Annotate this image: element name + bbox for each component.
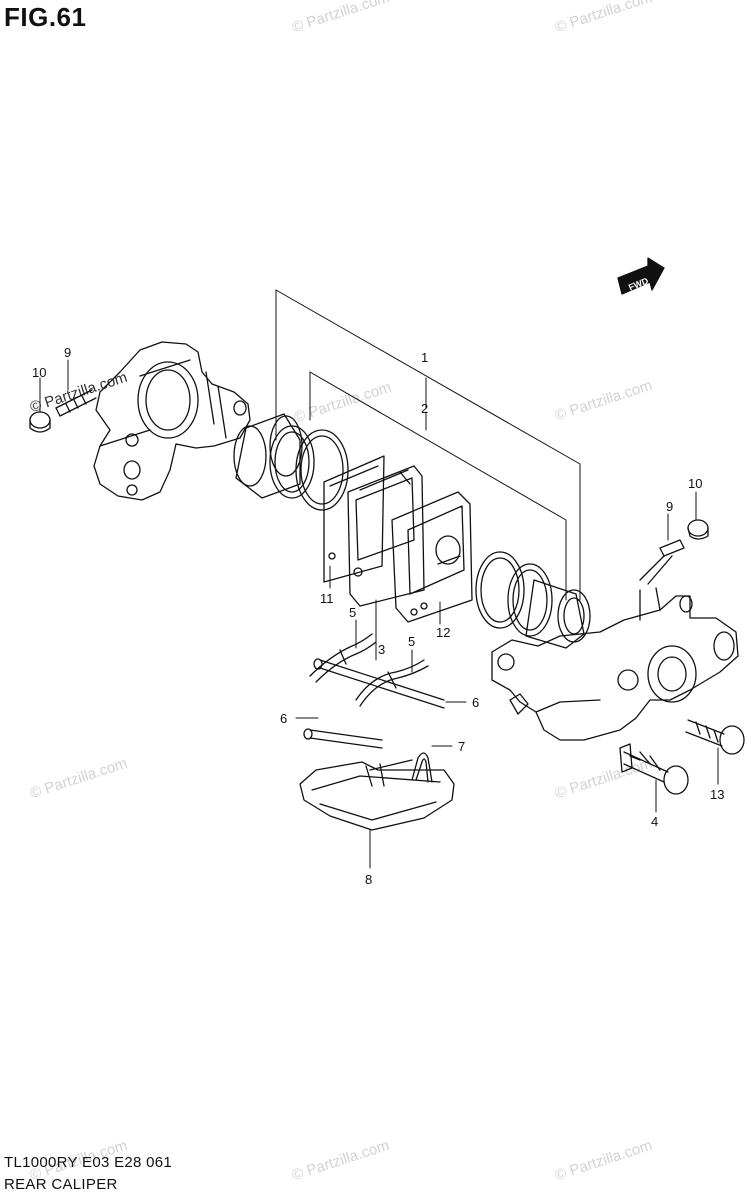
right-piston bbox=[525, 579, 591, 649]
pad-pin-lower bbox=[303, 728, 383, 749]
left-seal-outer bbox=[295, 429, 349, 511]
callout-7: 7 bbox=[458, 739, 465, 754]
fwd-arrow-icon: FWD bbox=[617, 257, 665, 295]
callout-13: 13 bbox=[710, 787, 724, 802]
left-caliper-housing bbox=[93, 341, 251, 501]
model-code-label: TL1000RY E03 E28 061 bbox=[4, 1154, 173, 1171]
left-seal-inner bbox=[269, 425, 315, 499]
left-bleeder-cap bbox=[29, 411, 51, 433]
leader-lines bbox=[39, 359, 719, 869]
callout-11: 11 bbox=[320, 591, 334, 606]
caliper-bolt-4 bbox=[619, 743, 689, 795]
right-seal-outer bbox=[475, 551, 525, 629]
callout-6-left: 6 bbox=[280, 711, 287, 726]
section-name-label: REAR CALIPER bbox=[4, 1176, 118, 1193]
callout-3: 3 bbox=[378, 642, 385, 657]
pad-shim bbox=[323, 455, 385, 583]
callout-5-upper: 5 bbox=[349, 605, 356, 620]
callout-9-right: 9 bbox=[666, 499, 673, 514]
callout-12: 12 bbox=[436, 625, 450, 640]
callout-4: 4 bbox=[651, 814, 658, 829]
pad-spring-lower bbox=[355, 659, 429, 707]
caliper-bolt-13 bbox=[685, 719, 745, 755]
assembly-bracket-lines bbox=[275, 289, 581, 601]
pad-retainer-plate bbox=[299, 761, 455, 831]
callout-6-right: 6 bbox=[472, 695, 479, 710]
right-bleeder-cap bbox=[687, 519, 709, 540]
left-piston bbox=[233, 413, 303, 499]
pin-clip bbox=[369, 752, 433, 783]
callout-10-right: 10 bbox=[688, 476, 702, 491]
brake-pad-right bbox=[391, 491, 473, 623]
right-caliper-housing bbox=[491, 587, 739, 741]
right-bleeder-screw bbox=[639, 539, 685, 585]
callout-8: 8 bbox=[365, 872, 372, 887]
callout-1: 1 bbox=[421, 350, 428, 365]
left-bleeder-screw bbox=[55, 389, 97, 417]
right-seal-inner bbox=[507, 563, 553, 637]
callout-5-lower: 5 bbox=[408, 634, 415, 649]
brake-pad-left bbox=[347, 465, 425, 607]
callout-10-left: 10 bbox=[32, 365, 46, 380]
callout-9-left: 9 bbox=[64, 345, 71, 360]
callout-2: 2 bbox=[421, 401, 428, 416]
pad-pin-upper bbox=[313, 658, 445, 709]
washer-right bbox=[509, 693, 529, 715]
figure-title: FIG.61 bbox=[4, 2, 87, 32]
